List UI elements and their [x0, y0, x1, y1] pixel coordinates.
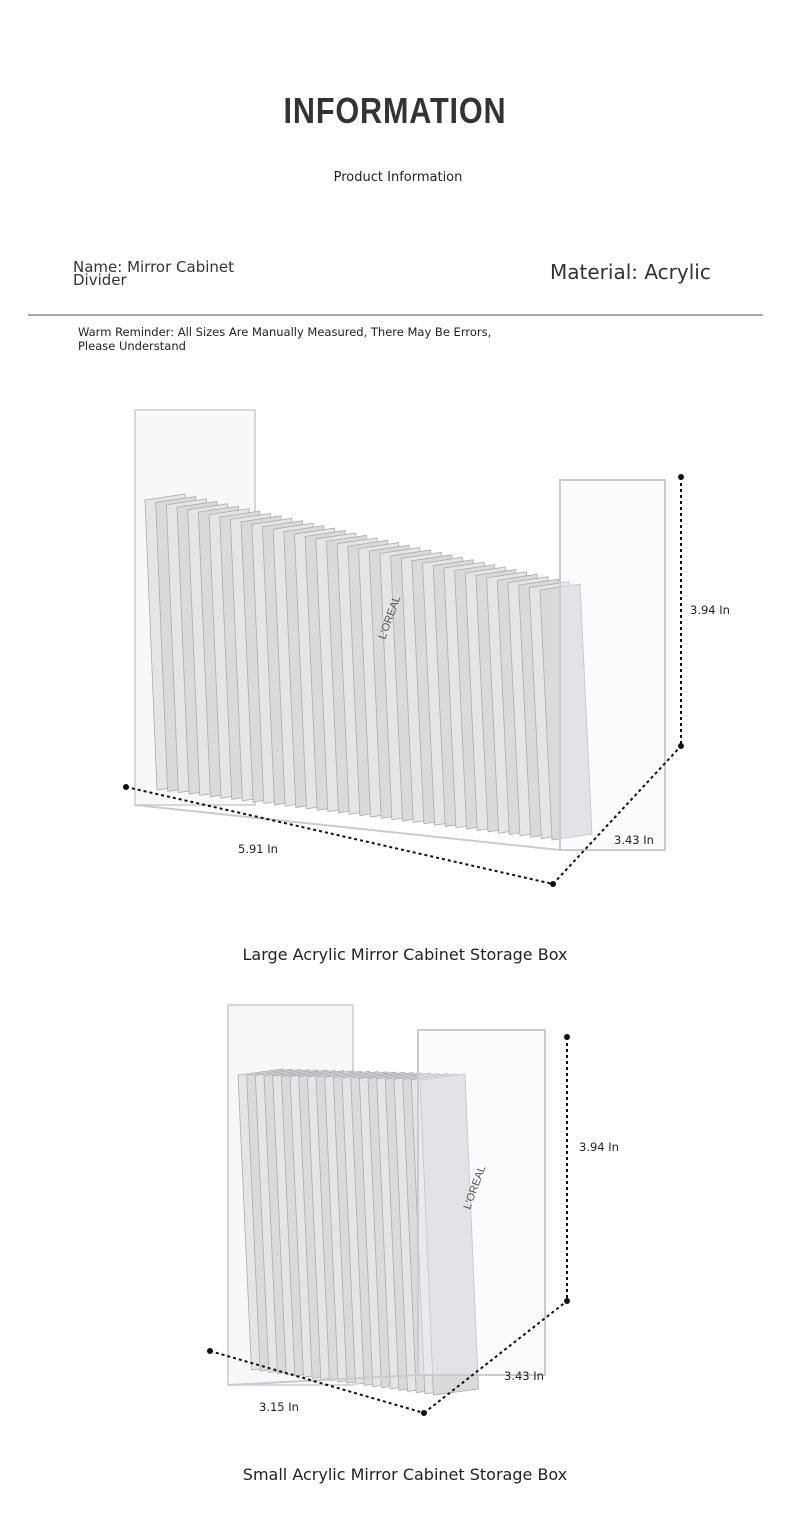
small-storage-box-image: L'OREAL — [227, 1004, 546, 1396]
large-dimension-lines — [125, 477, 682, 1414]
sachet-packet — [419, 1073, 479, 1396]
small-width-line — [209, 1350, 425, 1414]
large-height-label: 3.94 In — [690, 603, 730, 617]
acrylic-base-edge — [227, 1374, 419, 1386]
acrylic-front-panel — [417, 1029, 546, 1376]
acrylic-front-panel — [559, 479, 666, 851]
acrylic-base-edge — [134, 804, 561, 851]
small-height-label: 3.94 In — [579, 1140, 619, 1154]
warm-reminder: Warm Reminder: All Sizes Are Manually Me… — [78, 325, 492, 353]
large-width-label: 5.91 In — [238, 842, 278, 856]
large-box-caption: Large Acrylic Mirror Cabinet Storage Box — [242, 945, 568, 964]
product-name: Name: Mirror Cabinet Divider — [73, 258, 235, 289]
sachet-packet — [539, 583, 593, 841]
large-depth-label: 3.43 In — [614, 833, 654, 847]
page-title: INFORMATION — [283, 90, 507, 131]
section-subtitle: Product Information — [333, 170, 463, 185]
divider-line — [28, 314, 763, 316]
large-width-line — [125, 786, 554, 885]
small-box-caption: Small Acrylic Mirror Cabinet Storage Box — [242, 1465, 568, 1484]
large-storage-box-image: L'OREAL — [134, 409, 666, 851]
large-depth-line — [552, 745, 682, 885]
product-material: Material: Acrylic — [550, 260, 711, 284]
small-width-label: 3.15 In — [259, 1400, 299, 1414]
small-depth-line — [423, 1300, 568, 1414]
small-depth-label: 3.43 In — [504, 1369, 544, 1383]
